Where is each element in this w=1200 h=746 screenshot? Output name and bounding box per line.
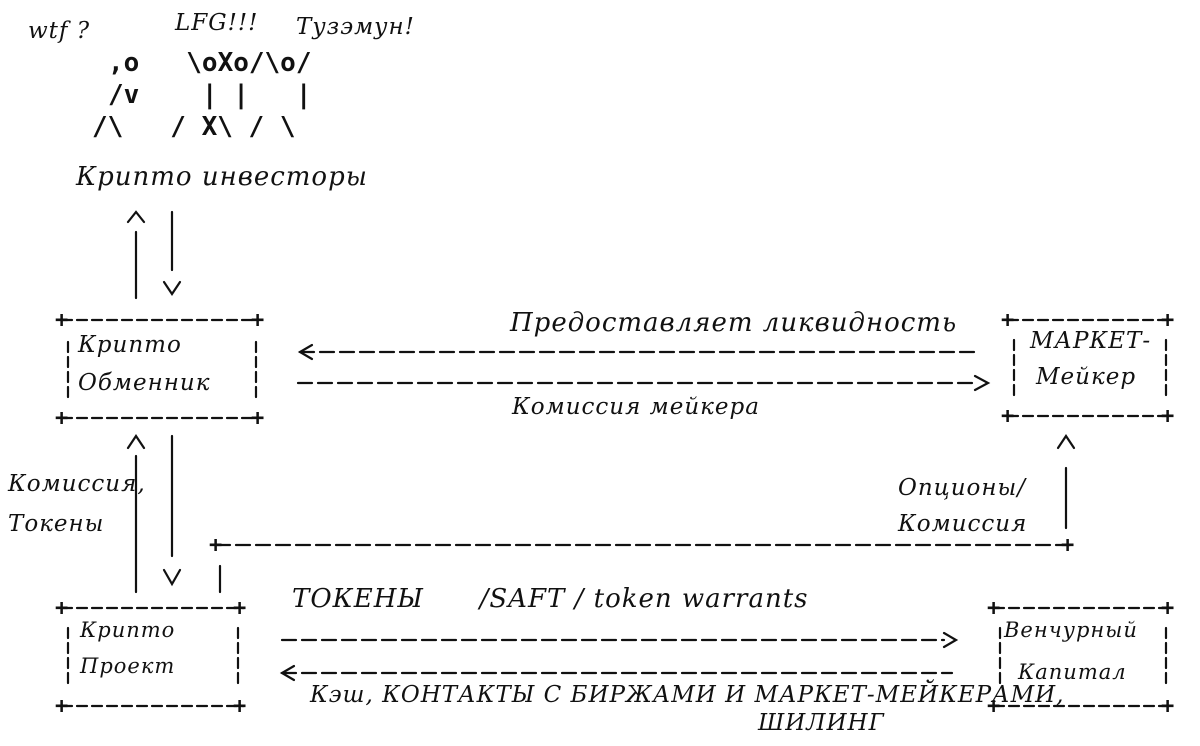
vc-corner-bl: +	[987, 694, 1000, 719]
exchange-corner-br: +	[251, 406, 264, 431]
project-label-line-2: Проект	[80, 654, 176, 678]
mm-corner-tr: +	[1161, 308, 1174, 333]
exchange-box	[60, 318, 260, 420]
market-maker-label-line-2: Мейкер	[1036, 364, 1137, 390]
cash-contacts-label: Кэш, КОНТАКТЫ С БИРЖАМИ И МАРКЕТ-МЕЙКЕРА…	[310, 682, 1065, 708]
shout-to-the-moon: Тузэмун!	[296, 14, 415, 40]
liquidity-arrows	[296, 343, 991, 392]
investor-figures-row-1: ,o \oXo/\o/	[108, 48, 312, 78]
shout-lfg: LFG!!!	[175, 10, 259, 36]
mm-corner-tl: +	[1001, 308, 1014, 333]
market-maker-box	[1006, 318, 1172, 418]
mm-corner-br: +	[1161, 404, 1174, 429]
fee-tokens-label: Комиссия, Токены	[8, 471, 146, 537]
tokens-saft-label: ТОКЕНЫ /SAFT / token warrants	[292, 584, 809, 614]
investor-figures-row-2: /v | | |	[108, 80, 312, 110]
exchange-project-arrows	[126, 434, 182, 594]
connector-corner-right: +	[1061, 533, 1074, 558]
connector-corner-left: +	[209, 533, 222, 558]
shout-wtf: wtf ?	[28, 18, 91, 44]
project-vc-arrows	[279, 631, 959, 682]
exchange-label-line-1: Крипто	[78, 332, 182, 358]
exchange-corner-tr: +	[251, 308, 264, 333]
vc-corner-tl: +	[987, 596, 1000, 621]
project-corner-tl: +	[55, 596, 68, 621]
options-connector	[214, 434, 1076, 594]
exchange-label-line-2: Обменник	[78, 370, 211, 396]
options-fee-label: Опционы/ Комиссия	[898, 475, 1028, 537]
investors-exchange-arrows	[126, 210, 182, 300]
shilling-label: ШИЛИНГ	[758, 710, 885, 736]
liquidity-label: Предоставляет ликвидность	[510, 308, 958, 338]
vc-label-line-1: Венчурный	[1004, 618, 1138, 642]
vc-label-line-2: Капитал	[1018, 660, 1127, 684]
mm-corner-bl: +	[1001, 404, 1014, 429]
project-corner-bl: +	[55, 694, 68, 719]
vc-box	[992, 606, 1172, 708]
investors-label: Крипто инвесторы	[76, 162, 368, 192]
project-label-line-1: Крипто	[80, 618, 176, 642]
project-corner-tr: +	[233, 596, 246, 621]
market-maker-label-line-1: МАРКЕТ-	[1030, 328, 1152, 354]
investor-figures-row-3: /\ / X\ / \	[92, 112, 296, 142]
exchange-corner-tl: +	[55, 308, 68, 333]
vc-corner-br: +	[1161, 694, 1174, 719]
exchange-corner-bl: +	[55, 406, 68, 431]
project-corner-br: +	[233, 694, 246, 719]
vc-corner-tr: +	[1161, 596, 1174, 621]
project-box	[60, 606, 246, 708]
maker-fee-label: Комиссия мейкера	[512, 394, 760, 420]
